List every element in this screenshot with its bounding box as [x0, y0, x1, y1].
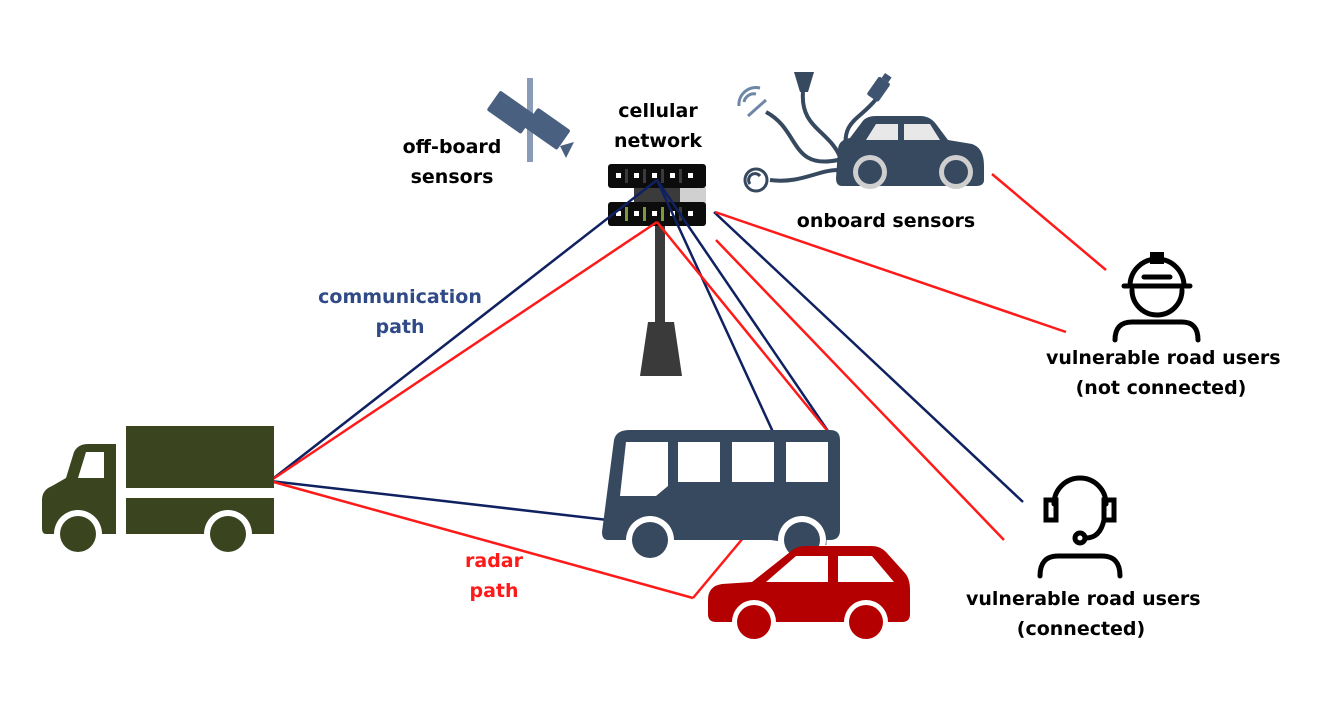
radar-path-line — [269, 220, 658, 483]
headset-user-icon — [1037, 475, 1123, 579]
vru-not-connected-label: vulnerable road users (not connected) — [1046, 343, 1281, 403]
rack-led — [679, 169, 682, 183]
rack-port — [616, 173, 621, 178]
label-line: communication — [318, 286, 482, 308]
wheel — [944, 160, 968, 184]
camera-sensor-icon — [867, 72, 892, 102]
tower-mast — [655, 222, 665, 322]
car-window — [904, 124, 940, 140]
label-line: onboard sensors — [796, 210, 976, 232]
radar-path-line — [656, 221, 831, 435]
cellular-tower-icon — [608, 164, 706, 376]
bus-window — [786, 442, 828, 482]
headset-mic-arm — [1083, 517, 1107, 541]
helmet-crest — [1150, 252, 1164, 264]
satellite-sensor-icon — [737, 86, 767, 118]
label-line: sensors — [410, 166, 494, 188]
onboard-sensors-label: onboard sensors — [786, 206, 986, 236]
bus-window — [678, 442, 720, 482]
lidar-sensor-icon — [794, 72, 814, 92]
construction-worker-icon — [1112, 252, 1201, 343]
truck-wheel — [60, 516, 96, 552]
rack-led — [661, 169, 664, 183]
car-wheel — [849, 605, 883, 639]
rack-led — [643, 207, 646, 221]
sensor-cable — [765, 110, 839, 164]
truck-cargo-upper — [126, 426, 274, 488]
label-line: vulnerable road users — [966, 588, 1201, 610]
user-shoulders — [1037, 553, 1123, 579]
car-icon — [708, 546, 910, 644]
label-line: off-board — [402, 136, 502, 158]
rack-port — [616, 211, 621, 216]
car-wheel — [737, 605, 771, 639]
label-line: path — [375, 316, 425, 338]
sensor-car-icon — [737, 72, 984, 193]
sensor-cable — [800, 91, 844, 163]
server-rack-icon — [608, 164, 706, 226]
rack-port — [652, 211, 657, 216]
radar-path-line — [269, 479, 694, 600]
camera-lens — [560, 142, 574, 158]
rack-spacer — [634, 188, 688, 204]
rack-port — [688, 211, 693, 216]
car-window — [766, 556, 828, 582]
rack-port — [688, 173, 693, 178]
rack-port — [634, 173, 639, 178]
truck-icon — [42, 426, 274, 558]
vru-connected-label: vulnerable road users (connected) — [966, 584, 1201, 644]
communication-path-label: communication path — [310, 282, 490, 342]
rack-port — [670, 173, 675, 178]
truck-window — [78, 452, 104, 478]
camera-body — [487, 91, 534, 134]
wheel — [858, 160, 882, 184]
sensor-cable — [769, 168, 839, 183]
headset-mic — [1072, 530, 1088, 546]
headset-band — [1051, 475, 1109, 507]
radar-path-line — [715, 239, 1005, 541]
worker-face — [1129, 287, 1185, 318]
bus-window — [732, 442, 774, 482]
tower-base — [640, 322, 682, 376]
bus-icon — [602, 430, 840, 564]
bus-wheel — [632, 522, 668, 558]
camera-body — [524, 108, 570, 150]
truck-wheel — [210, 516, 246, 552]
bus-windshield — [620, 442, 668, 496]
cellular-network-label: cellular network — [598, 96, 718, 156]
communication-path-line — [269, 179, 658, 482]
headset-earcup — [1043, 497, 1059, 523]
rack-led — [643, 169, 646, 183]
car-window — [838, 556, 894, 582]
camera-lens — [488, 104, 502, 120]
radar-path-label: radar path — [444, 546, 544, 606]
communication-path-line — [655, 179, 832, 435]
radar-path-line — [714, 210, 1067, 334]
rack-port — [634, 211, 639, 216]
label-line: path — [469, 580, 519, 602]
off-board-sensors-label: off-board sensors — [392, 132, 512, 192]
label-line: (connected) — [1016, 618, 1146, 640]
radar-path-line — [991, 173, 1107, 271]
rack-led — [661, 207, 664, 221]
rack-port — [652, 173, 657, 178]
car-window — [866, 124, 898, 140]
radar-sensor-icon — [743, 167, 769, 193]
headset-earcup — [1101, 497, 1117, 523]
label-line: cellular — [618, 100, 698, 122]
label-line: (not connected) — [1075, 377, 1247, 399]
label-line: vulnerable road users — [1046, 347, 1281, 369]
label-line: network — [613, 130, 703, 152]
rack-led — [625, 169, 628, 183]
label-line: radar — [465, 550, 523, 572]
rack-spacer-light — [680, 188, 706, 204]
cctv-camera-icon — [487, 78, 574, 162]
truck-cargo-lower — [126, 498, 274, 534]
rack-led — [625, 207, 628, 221]
communication-path-line — [713, 211, 1024, 503]
worker-shoulders — [1112, 319, 1201, 343]
